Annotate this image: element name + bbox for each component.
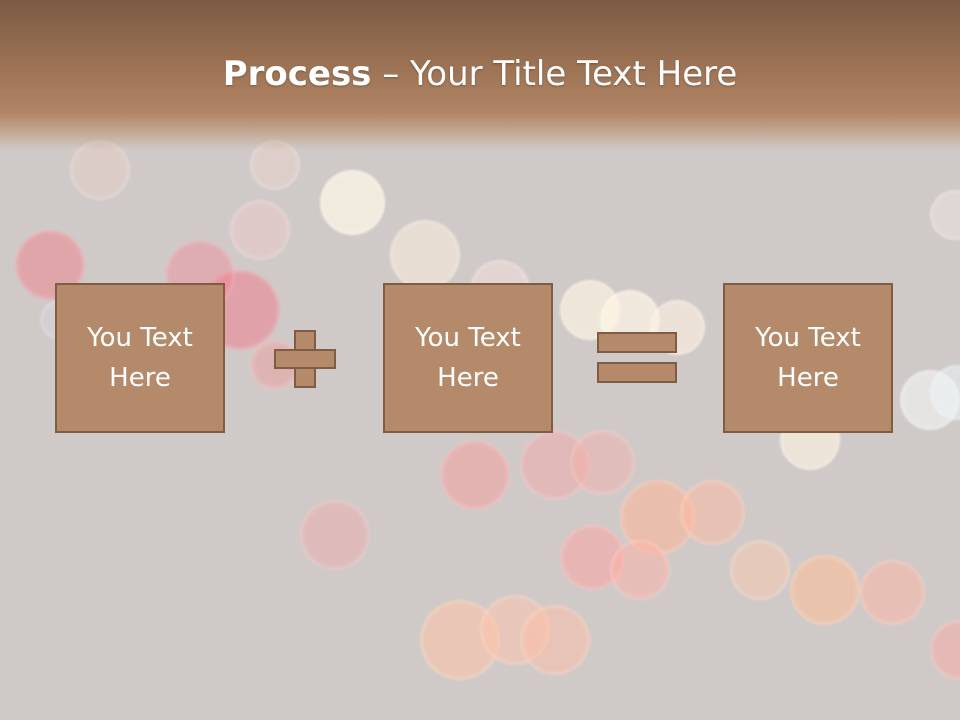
- title-bold: Process: [222, 54, 372, 94]
- plus-center: [296, 351, 314, 367]
- process-box-2[interactable]: You Text Here: [383, 283, 553, 433]
- box-2-line-1: You Text: [415, 323, 521, 353]
- bokeh-circle: [520, 430, 590, 500]
- equals-icon[interactable]: [597, 332, 677, 384]
- bokeh-circle: [520, 605, 590, 675]
- bokeh-circle: [300, 500, 370, 570]
- title-rest: – Your Title Text Here: [371, 54, 738, 94]
- box-2-line-2: Here: [437, 363, 499, 393]
- bokeh-circle: [730, 540, 790, 600]
- bokeh-circle: [790, 555, 860, 625]
- equals-bottom-bar: [597, 362, 677, 383]
- header-band: [0, 0, 960, 150]
- equals-top-bar: [597, 332, 677, 353]
- box-2-text: You Text Here: [403, 318, 533, 398]
- bokeh-circle: [610, 540, 670, 600]
- bokeh-circle: [570, 430, 635, 495]
- box-1-text: You Text Here: [75, 318, 205, 398]
- process-box-3[interactable]: You Text Here: [723, 283, 893, 433]
- box-3-line-1: You Text: [755, 323, 861, 353]
- bokeh-circle: [930, 620, 960, 680]
- bokeh-circle: [320, 170, 385, 235]
- box-3-text: You Text Here: [743, 318, 873, 398]
- slide-title[interactable]: Process – Your Title Text Here: [0, 52, 960, 96]
- process-box-1[interactable]: You Text Here: [55, 283, 225, 433]
- bokeh-circle: [390, 220, 460, 290]
- plus-icon[interactable]: [274, 330, 336, 388]
- box-1-line-1: You Text: [87, 323, 193, 353]
- bokeh-circle: [930, 190, 960, 240]
- bokeh-circle: [230, 200, 290, 260]
- box-3-line-2: Here: [777, 363, 839, 393]
- bokeh-circle: [860, 560, 925, 625]
- bokeh-circle: [440, 440, 510, 510]
- bokeh-circle: [680, 480, 745, 545]
- bokeh-circle: [70, 140, 130, 200]
- box-1-line-2: Here: [109, 363, 171, 393]
